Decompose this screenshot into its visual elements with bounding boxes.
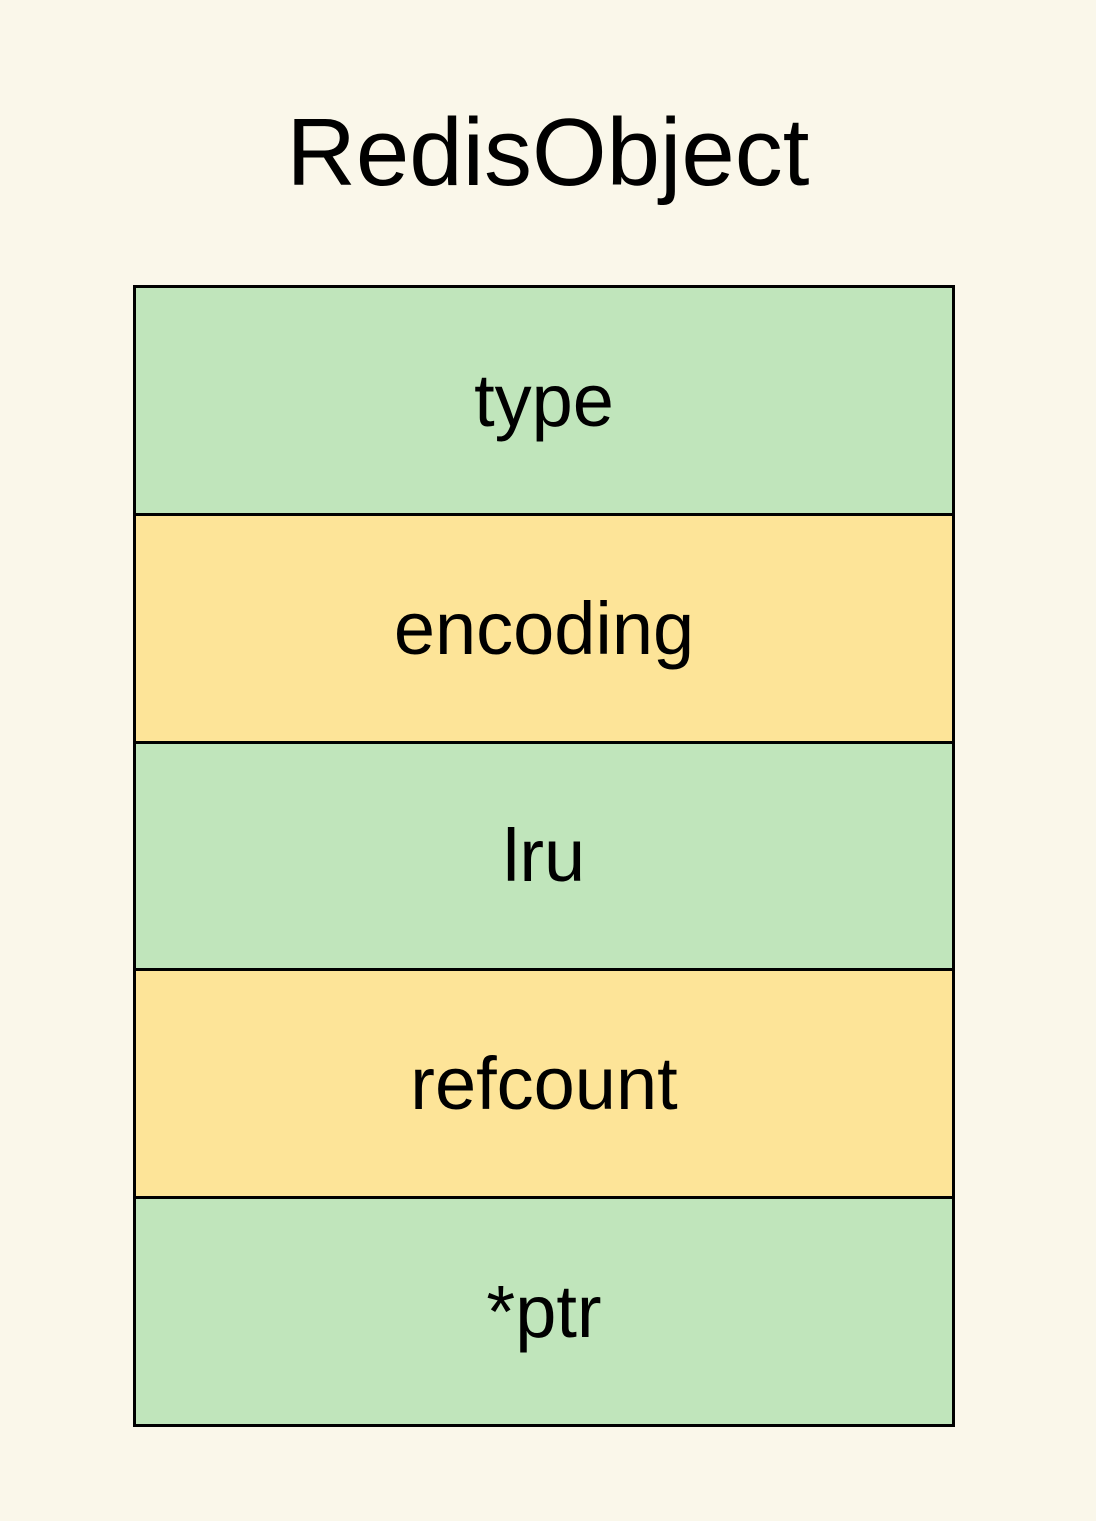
struct-field-type: type xyxy=(136,288,952,516)
struct-field-refcount: refcount xyxy=(136,971,952,1200)
diagram-title: RedisObject xyxy=(286,99,810,206)
struct-field-ptr: *ptr xyxy=(136,1199,952,1424)
redis-object-struct: type encoding lru refcount *ptr xyxy=(133,285,955,1427)
struct-field-encoding: encoding xyxy=(136,515,952,744)
struct-field-lru: lru xyxy=(136,743,952,972)
